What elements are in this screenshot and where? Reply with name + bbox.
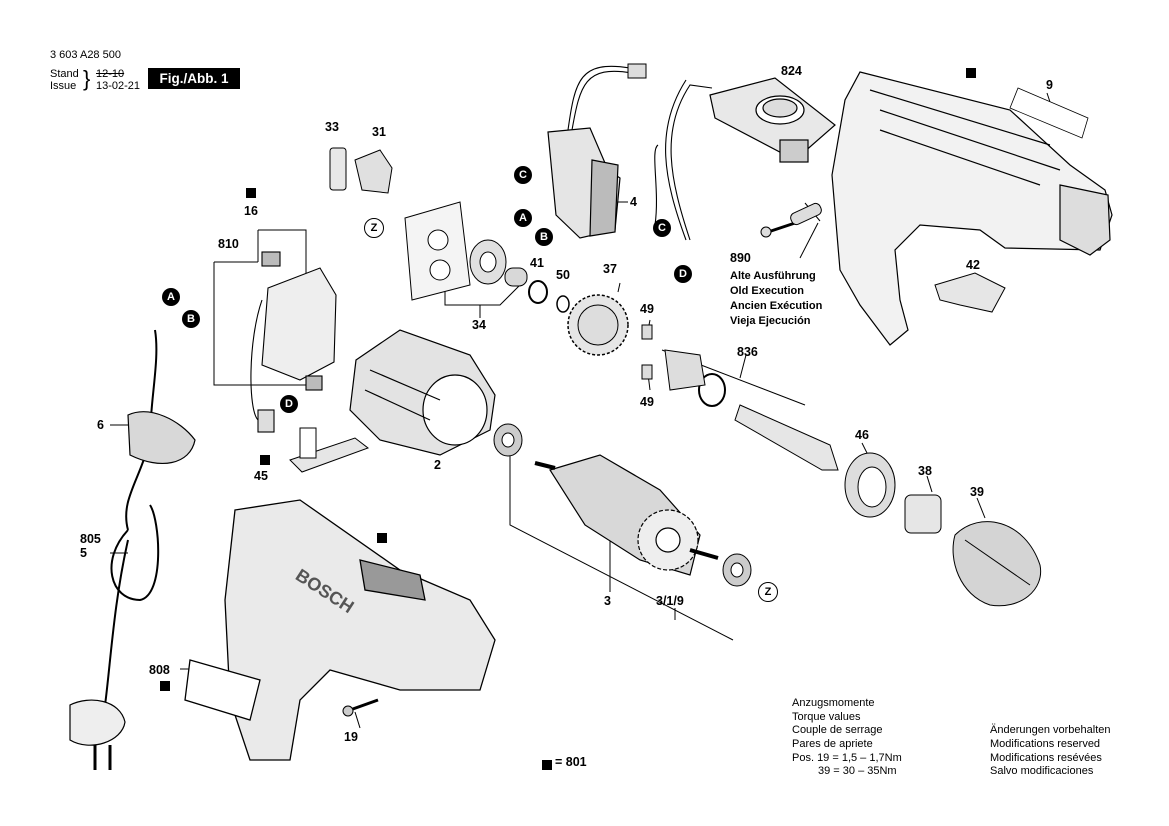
marker-d: D [674, 265, 692, 283]
part-42 [934, 272, 1006, 313]
modifications-en: Modifications reserved [990, 738, 1101, 750]
seal-plate [404, 201, 471, 301]
torque-line-6: 39 = 30 – 35Nm [818, 765, 897, 777]
marker-c: C [653, 219, 671, 237]
square-marker [160, 681, 170, 691]
square-marker [966, 68, 976, 78]
brush-holder-16 [250, 251, 337, 433]
modifications-fr: Modifications resévées [990, 752, 1102, 764]
part-31-label: 31 [372, 125, 386, 139]
part-810-label: 810 [218, 237, 239, 251]
label-plate-9 [1009, 87, 1089, 139]
part-37-label: 37 [603, 262, 617, 276]
part-16-label: 16 [244, 204, 258, 218]
figure-label: Fig./Abb. 1 [148, 68, 240, 89]
torque-line-1: Anzugsmomente [792, 697, 875, 709]
part-31 [354, 149, 393, 194]
part-33-label: 33 [325, 120, 339, 134]
square-legend: = 801 [555, 755, 587, 769]
stator-2 [349, 329, 496, 456]
old-execution-es: Vieja Ejecución [730, 315, 811, 327]
pin-49b [641, 364, 653, 380]
old-execution-en: Old Execution [730, 285, 804, 297]
part-19-label: 19 [344, 730, 358, 744]
spindle-836 [734, 404, 839, 471]
modifications-es: Salvo modificaciones [990, 765, 1094, 777]
square-marker [377, 533, 387, 543]
drill-housing [184, 499, 496, 761]
part-9-label: 9 [1046, 78, 1053, 92]
part-41-label: 41 [530, 256, 544, 270]
pin-49a [641, 324, 653, 340]
bracket-34 [444, 284, 521, 306]
part-50-label: 50 [556, 268, 570, 282]
part-5-label: 5 [80, 546, 87, 560]
part-49b-label: 49 [640, 395, 654, 409]
brace: } [83, 66, 91, 91]
doc-number: 3 603 A28 500 [50, 49, 121, 61]
part-890-label: 890 [730, 251, 751, 265]
part-49a-label: 49 [640, 302, 654, 316]
marker-b: B [182, 310, 200, 328]
torque-line-3: Couple de serrage [792, 724, 883, 736]
torque-line-5: Pos. 19 = 1,5 – 1,7Nm [792, 752, 902, 764]
marker-a: A [162, 288, 180, 306]
part-38-label: 38 [918, 464, 932, 478]
switch-4 [547, 127, 621, 239]
part-824-label: 824 [781, 64, 802, 78]
issue-label: Issue [50, 80, 77, 92]
marker-z: Z [364, 218, 384, 238]
clip-50 [556, 295, 570, 313]
part-46-label: 46 [855, 428, 869, 442]
housing-half [831, 71, 1113, 346]
bearing-34b [504, 267, 528, 287]
part-34-label: 34 [472, 318, 486, 332]
marker-z: Z [758, 582, 778, 602]
marker-d: D [280, 395, 298, 413]
marker-c: C [514, 166, 532, 184]
old-execution-fr: Ancien Exécution [730, 300, 823, 312]
part-836-label: 836 [737, 345, 758, 359]
part-3-label: 3 [604, 594, 611, 608]
modifications-de: Änderungen vorbehalten [990, 724, 1111, 736]
screw-19 [349, 698, 379, 712]
marker-b: B [535, 228, 553, 246]
square-marker [260, 455, 270, 465]
wire-c [567, 65, 631, 131]
part-808-label: 808 [149, 663, 170, 677]
old-execution-de: Alte Ausführung [730, 270, 816, 282]
part-39-label: 39 [970, 485, 984, 499]
part-805-label: 805 [80, 532, 101, 546]
cable-grommet-6 [127, 411, 196, 464]
screw-890 [760, 202, 822, 238]
armature-3 [534, 454, 719, 576]
part-2-label: 2 [434, 458, 441, 472]
chuck-39 [952, 521, 1042, 607]
bracket-3 [509, 455, 734, 641]
square-marker [542, 760, 552, 770]
issue-date: 13-02-21 [96, 80, 141, 92]
bracket-16 [213, 262, 307, 386]
sleeve-38 [904, 494, 942, 534]
part-4-label: 4 [630, 195, 637, 209]
label-808 [184, 659, 261, 721]
marker-a: A [514, 209, 532, 227]
stand-label: Stand [50, 68, 79, 80]
part-6-label: 6 [97, 418, 104, 432]
old-date: 12-10 [96, 68, 125, 80]
part-33 [329, 147, 347, 191]
wire-d [670, 84, 713, 241]
part-42-label: 42 [966, 258, 980, 272]
torque-line-2: Torque values [792, 711, 861, 723]
torque-line-4: Pares de apriete [792, 738, 873, 750]
part-319-label: 3/1/9 [656, 594, 684, 608]
part-45-label: 45 [254, 469, 268, 483]
ring-41 [528, 280, 548, 304]
plug [69, 699, 126, 746]
part-45 [289, 437, 370, 473]
square-marker [246, 188, 256, 198]
speed-control-824 [709, 77, 836, 163]
